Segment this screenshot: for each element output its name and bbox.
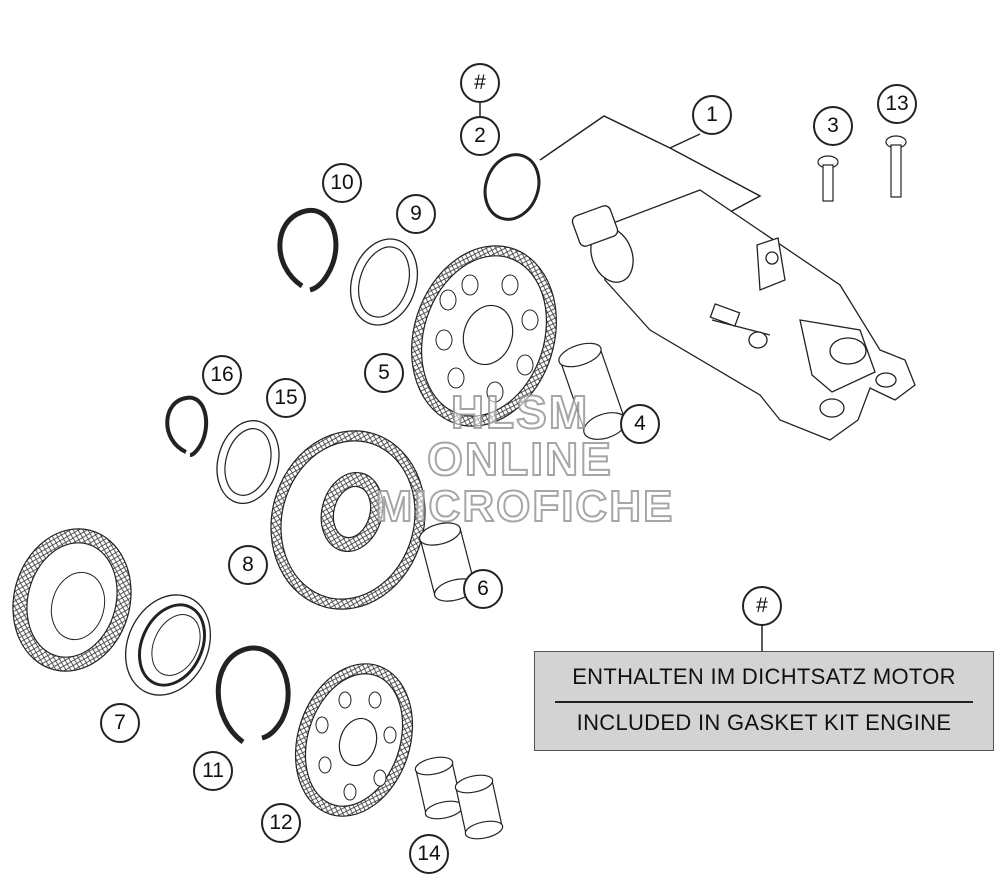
callout-10: 10 (322, 163, 362, 203)
callout-2: 2 (460, 116, 500, 156)
callout-2-hash: # (460, 63, 500, 103)
legend-text-english: INCLUDED IN GASKET KIT ENGINE (576, 710, 952, 735)
gear-part-12 (294, 663, 414, 817)
starter-motor-part (571, 189, 916, 441)
washer-part-15 (216, 420, 280, 504)
legend-text-german: ENTHALTEN IM DICHTSATZ MOTOR (572, 664, 956, 689)
callout-8: 8 (228, 545, 268, 585)
gear-part-8 (270, 430, 426, 610)
callout-6: 6 (463, 569, 503, 609)
watermark-line-1: HLSM (450, 385, 590, 439)
o-ring-part (483, 153, 541, 221)
bolt-part-13 (885, 135, 907, 198)
gasket-kit-legend: ENTHALTEN IM DICHTSATZ MOTOR INCLUDED IN… (534, 651, 994, 751)
callout-1: 1 (692, 95, 732, 135)
callout-12: 12 (261, 803, 301, 843)
watermark-line-2: ONLINE (426, 432, 613, 486)
washer-part-9 (350, 238, 418, 326)
leader-lines (479, 102, 763, 652)
callout-3: 3 (813, 106, 853, 146)
callout-13: 13 (877, 84, 917, 124)
callout-4: 4 (620, 404, 660, 444)
bolt-part-3 (817, 155, 839, 202)
callout-14: 14 (409, 834, 449, 874)
legend-divider (555, 701, 973, 703)
callout-16: 16 (202, 355, 242, 395)
watermark-line-3: MICROFICHE (375, 481, 675, 532)
circlip-part-11 (215, 645, 291, 745)
callout-15: 15 (266, 378, 306, 418)
seal-part-7 (124, 594, 212, 696)
callout-11: 11 (193, 751, 233, 791)
callout-7: 7 (100, 703, 140, 743)
bushing-part-4 (558, 342, 627, 440)
legend-hash-callout: # (742, 586, 782, 626)
circlip-part-16 (165, 395, 209, 457)
callout-9: 9 (396, 194, 436, 234)
gear-part-5 (411, 245, 557, 427)
helical-gear-part (12, 528, 132, 672)
needle-bearing-part-14 (414, 756, 504, 840)
callout-5: 5 (364, 353, 404, 393)
circlip-part-10 (277, 207, 339, 293)
